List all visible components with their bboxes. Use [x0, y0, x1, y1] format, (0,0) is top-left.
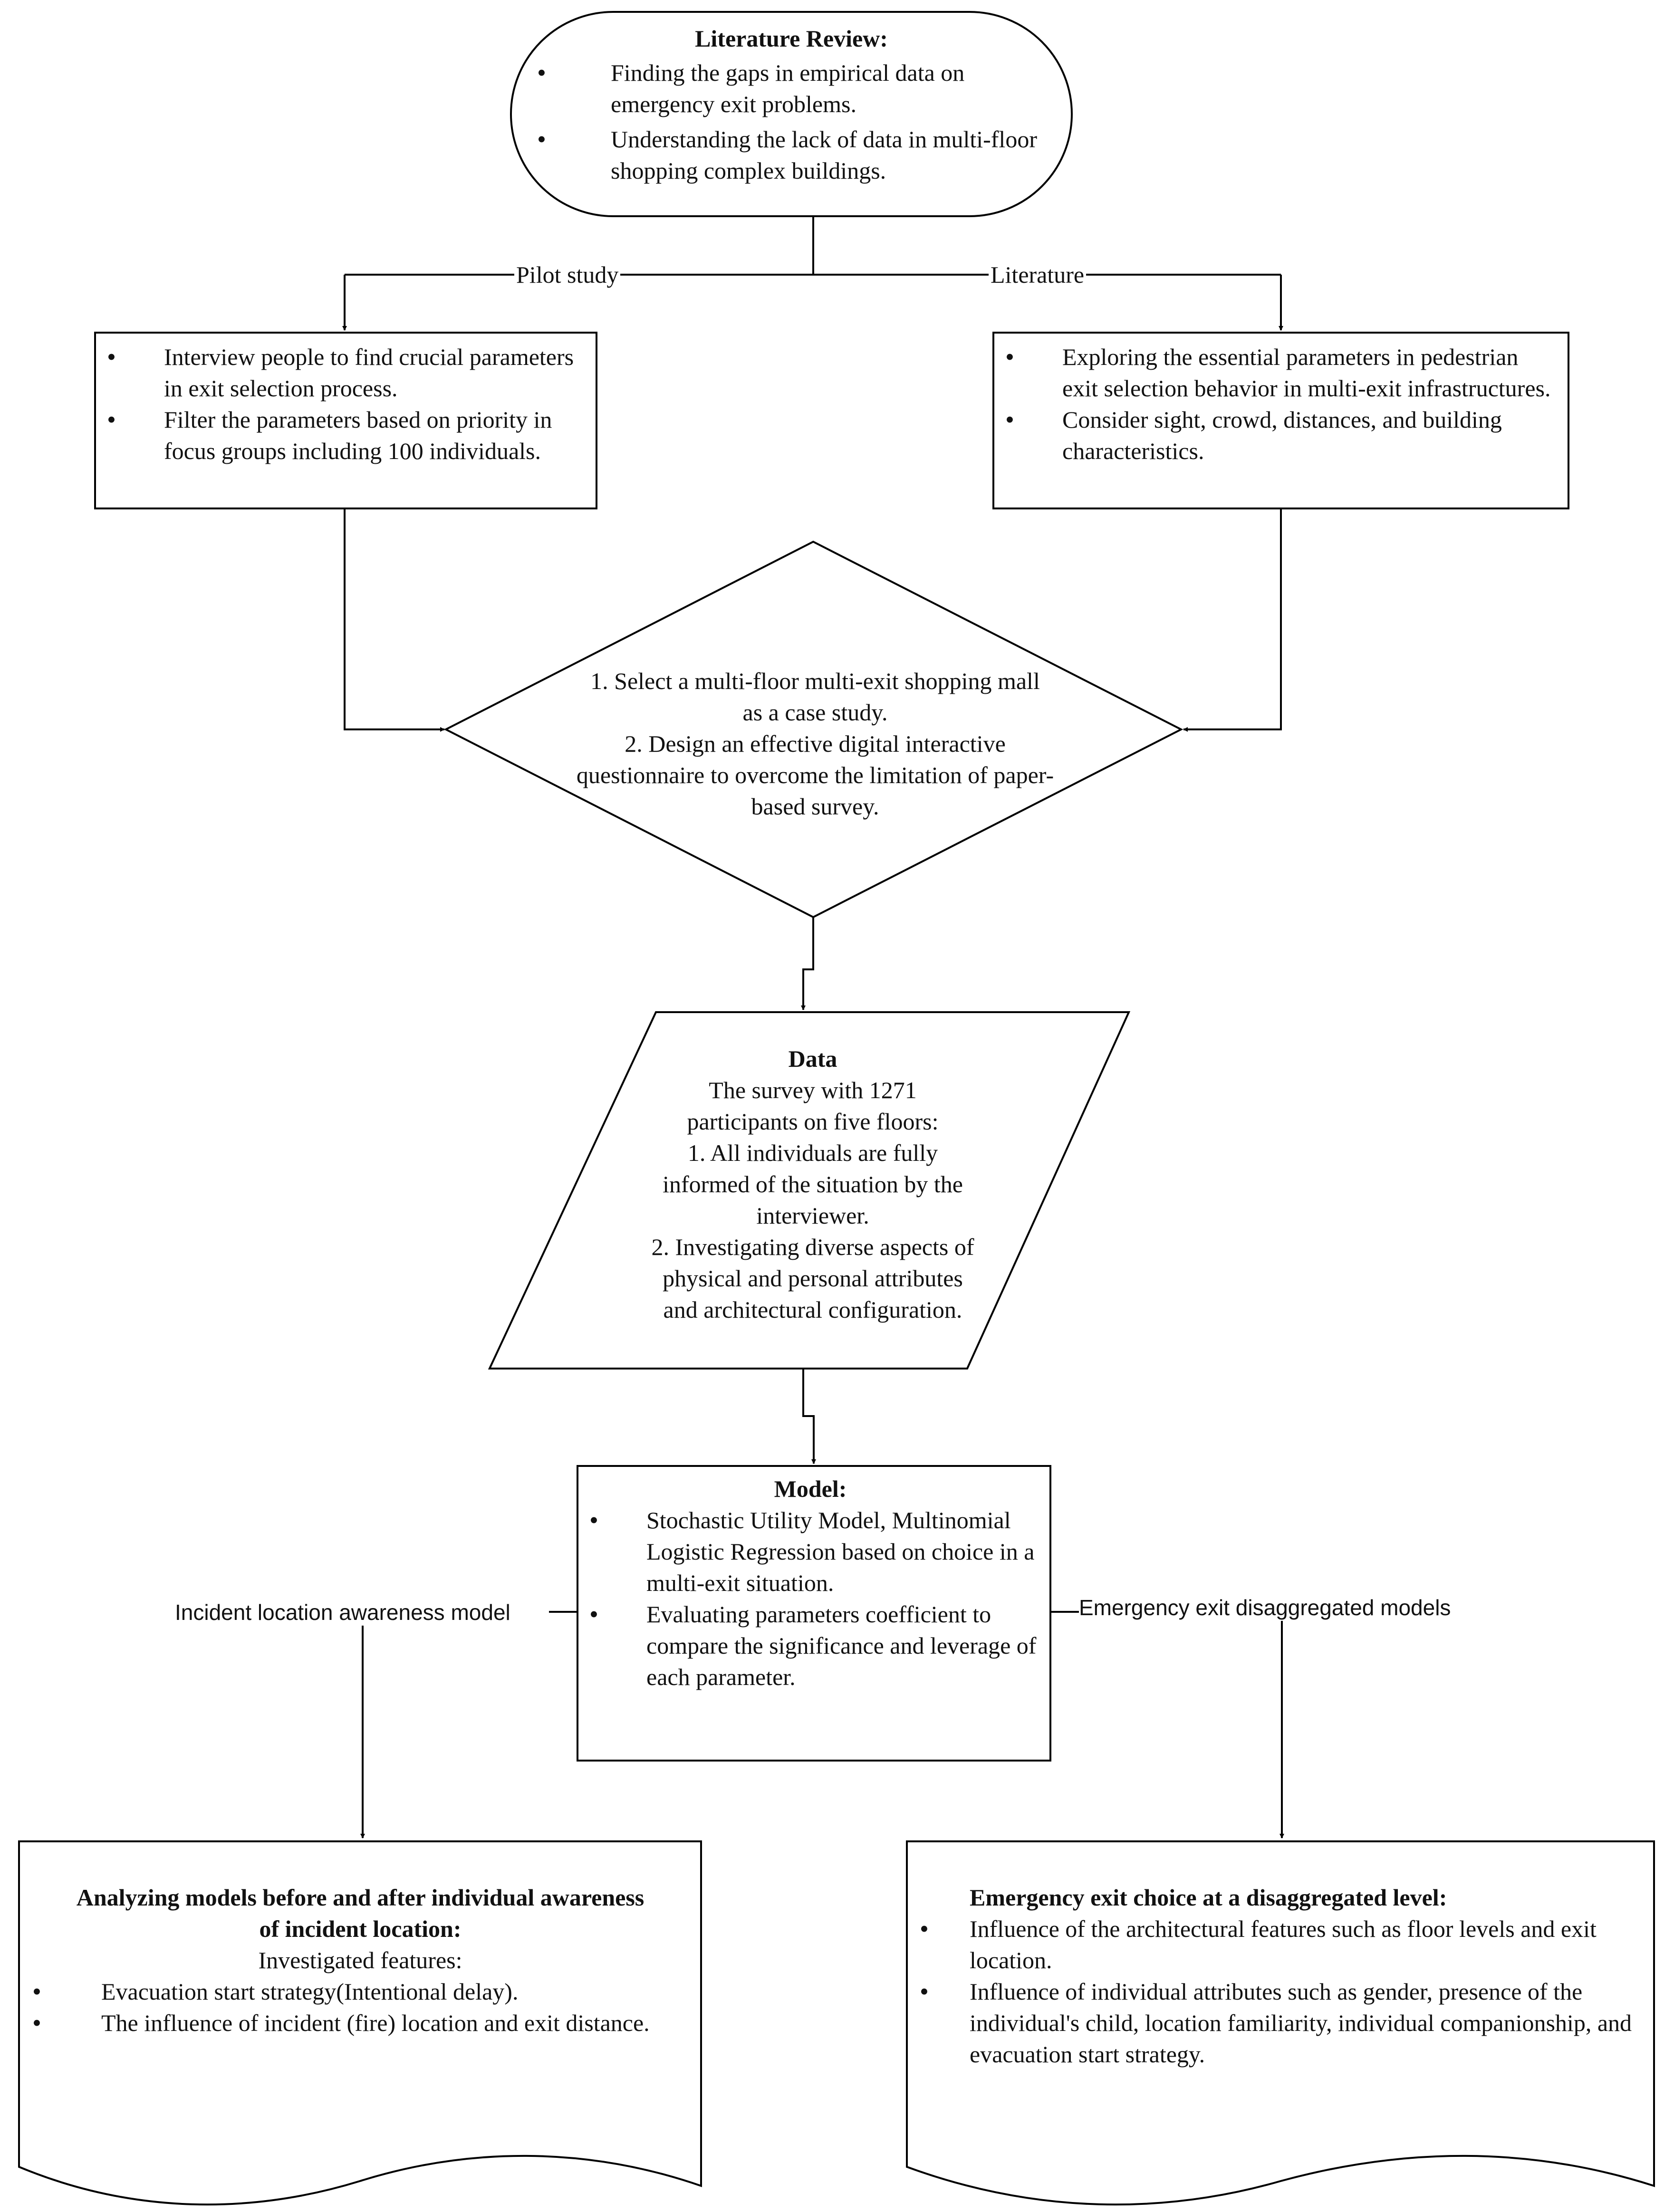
pilot-study-item: Interview people to find crucial paramet… — [97, 341, 587, 404]
decision-line-1: 1. Select a multi-floor multi-exit shopp… — [590, 668, 1040, 726]
left-document-subtitle: Investigated features: — [258, 1947, 462, 1973]
literature-label: Literature — [989, 259, 1087, 290]
literature-review-item: Understanding the lack of data in multi-… — [528, 124, 1055, 186]
literature-review-item: Finding the gaps in empirical data on em… — [528, 57, 1055, 120]
connector-model-to-left-doc — [363, 1611, 577, 1838]
model-list: Stochastic Utility Model, Multinomial Lo… — [580, 1504, 1041, 1693]
connector-model-to-right-doc — [1050, 1611, 1282, 1838]
incident-awareness-label: Incident location awareness model — [175, 1599, 510, 1626]
data-line-1: 1. All individuals are fully informed of… — [663, 1140, 963, 1229]
data-intro: The survey with 1271 participants on fiv… — [687, 1077, 939, 1135]
pilot-study-box — [94, 332, 597, 509]
right-document-list: Influence of the architectural features … — [910, 1913, 1652, 2070]
model-item: Stochastic Utility Model, Multinomial Lo… — [580, 1504, 1041, 1599]
connector-data-to-model — [802, 1369, 816, 1464]
left-document-content: Analyzing models before and after indivi… — [23, 1882, 698, 2039]
pilot-study-item: Filter the parameters based on priority … — [97, 404, 587, 467]
connector-literature-to-decision — [1183, 508, 1282, 732]
literature-review-title: Literature Review: — [695, 25, 888, 52]
decision-line-2: 2. Design an effective digital interacti… — [576, 730, 1054, 820]
data-parallelogram — [488, 1011, 1131, 1369]
literature-review-terminator — [510, 11, 1073, 217]
exit-disaggregated-label: Emergency exit disaggregated models — [1079, 1594, 1451, 1621]
pilot-study-content: Interview people to find crucial paramet… — [97, 341, 587, 467]
right-document-title: Emergency exit choice at a disaggregated… — [970, 1884, 1447, 1911]
model-box — [577, 1465, 1051, 1762]
literature-review-list: Finding the gaps in empirical data on em… — [528, 57, 1055, 186]
data-line-2: 2. Investigating diverse aspects of phys… — [651, 1234, 974, 1323]
right-document-item: Influence of individual attributes such … — [910, 1976, 1652, 2070]
left-document-title: Analyzing models before and after indivi… — [76, 1884, 645, 1942]
right-document-content: Emergency exit choice at a disaggregated… — [910, 1882, 1652, 2070]
model-title: Model: — [774, 1475, 847, 1502]
left-document-list: Evacuation start strategy(Intentional de… — [23, 1976, 698, 2039]
data-content: Data The survey with 1271 participants o… — [582, 1043, 1043, 1325]
model-item: Evaluating parameters coefficient to com… — [580, 1599, 1041, 1693]
left-document-shape — [18, 1840, 702, 2206]
literature-box-item: Exploring the essential parameters in pe… — [996, 341, 1559, 404]
decision-content: 1. Select a multi-floor multi-exit shopp… — [570, 665, 1060, 822]
connector-split — [345, 216, 1281, 276]
connector-decision-to-data — [801, 917, 814, 1010]
left-document-item: The influence of incident (fire) locatio… — [23, 2007, 698, 2039]
pilot-study-list: Interview people to find crucial paramet… — [97, 341, 587, 467]
literature-review-content: Literature Review: Finding the gaps in e… — [528, 23, 1055, 186]
literature-box-content: Exploring the essential parameters in pe… — [996, 341, 1559, 467]
data-title: Data — [788, 1045, 837, 1072]
right-document-item: Influence of the architectural features … — [910, 1913, 1652, 1976]
literature-box-item: Consider sight, crowd, distances, and bu… — [996, 404, 1559, 467]
right-document-shape — [906, 1840, 1655, 2206]
literature-box-list: Exploring the essential parameters in pe… — [996, 341, 1559, 467]
model-content: Model: Stochastic Utility Model, Multino… — [580, 1473, 1041, 1693]
left-document-item: Evacuation start strategy(Intentional de… — [23, 1976, 698, 2007]
connector-pilot-to-decision — [344, 508, 445, 732]
pilot-study-label: Pilot study — [514, 259, 621, 290]
